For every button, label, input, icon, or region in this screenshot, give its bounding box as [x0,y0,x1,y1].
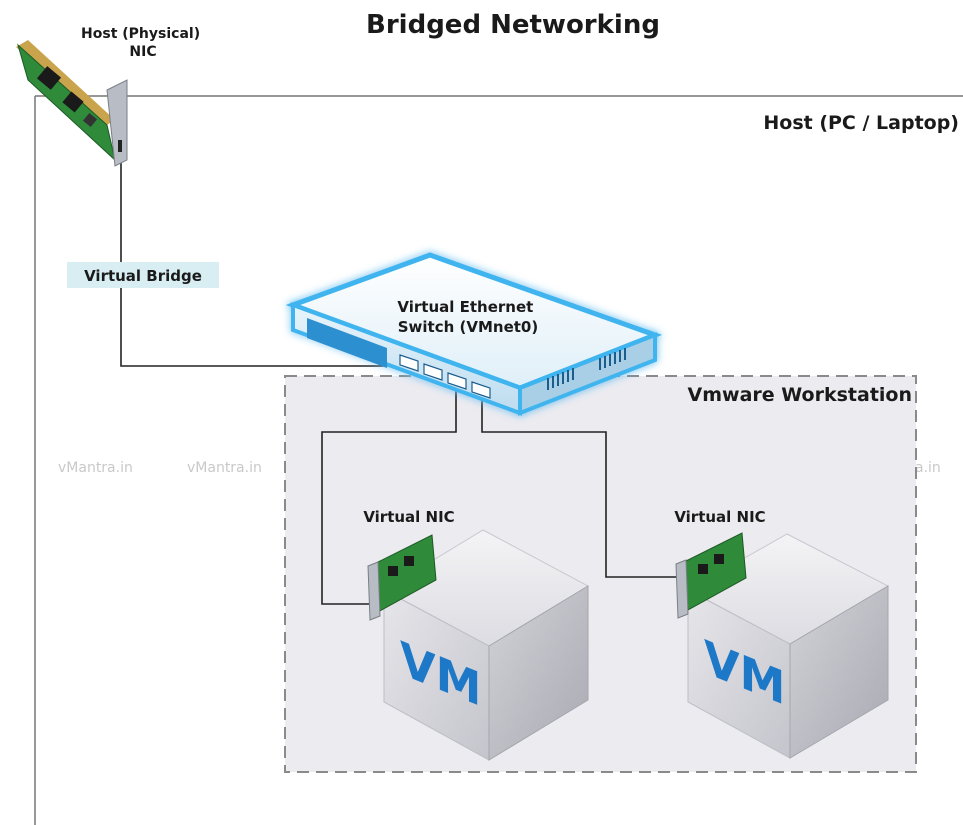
vm-2-nic-label: Virtual NIC [674,508,765,526]
host-box-label: Host (PC / Laptop) [763,112,959,134]
workstation-label: Vmware Workstation [688,384,912,406]
switch-label: Virtual Ethernet Switch (VMnet0) [397,298,538,336]
vm-1-nic-card-icon [367,534,437,621]
host-nic-card-icon [16,40,128,167]
virtual-bridge-label: Virtual Bridge [84,267,202,285]
bridge-link [120,150,405,367]
watermark: a.in [915,460,941,476]
virtual-bridge: Virtual Bridge [67,262,219,288]
vm-1: Virtual NIC VM [363,508,590,761]
watermark: vMantra.in [58,460,133,476]
vm-2-nic-card-icon [675,532,747,619]
vm-1-cube-icon: VM [382,529,590,761]
host-box: Host (PC / Laptop) [34,95,963,825]
host-nic-label: Host (Physical) NIC [81,26,205,60]
diagram-title: Bridged Networking [366,10,660,40]
virtual-switch-icon: Virtual Ethernet Switch (VMnet0) [285,252,663,416]
vm-2: Virtual NIC VM [674,508,890,759]
vm-2-cube-icon: VM [686,533,890,759]
watermark: vMantra.in [187,460,262,476]
vm2-link [481,395,680,578]
vm-1-nic-label: Virtual NIC [363,508,454,526]
vm1-link [321,382,457,605]
connection-lines [120,150,680,605]
